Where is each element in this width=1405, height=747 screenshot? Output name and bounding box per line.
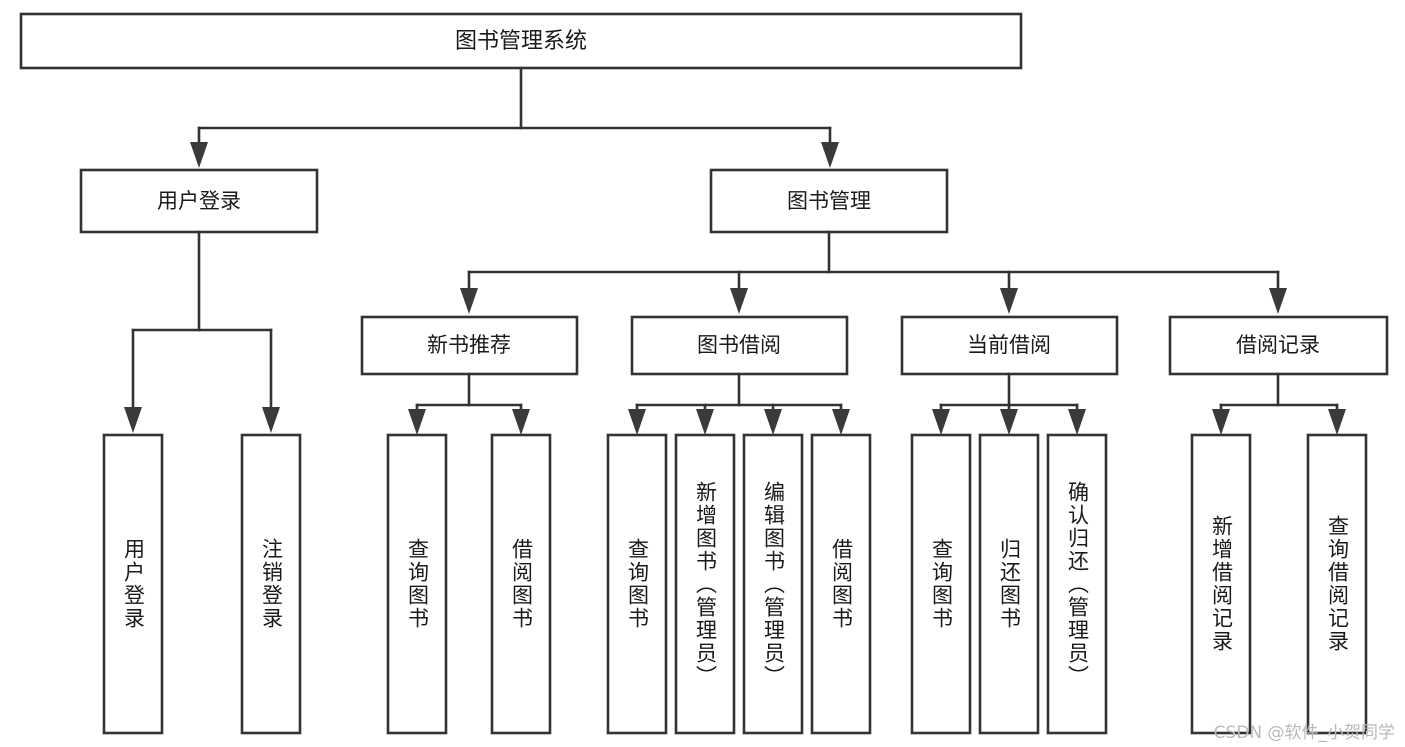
node-user-login[interactable]: 用户登录	[79, 168, 319, 234]
node-new-book-recommend[interactable]: 新书推荐	[360, 315, 579, 376]
node-root[interactable]: 图书管理系统	[19, 12, 1023, 70]
connector-root-to-level2	[190, 66, 839, 168]
leaf-box-query-book-3[interactable]	[910, 433, 972, 735]
arrow-icon	[1269, 288, 1287, 314]
node-book-manage[interactable]: 图书管理	[709, 168, 949, 234]
leaf-box-add-book[interactable]	[674, 433, 736, 735]
node-root-label: 图书管理系统	[455, 29, 587, 54]
node-borrow-record-label: 借阅记录	[1236, 333, 1320, 357]
arrow-icon	[1212, 409, 1230, 435]
connector-current-borrow-to-leaves	[932, 372, 1086, 435]
leaf-box-query-book-2[interactable]	[606, 433, 668, 735]
arrow-icon	[512, 409, 530, 435]
leaf-box-borrow-book-2[interactable]	[810, 433, 872, 735]
arrow-icon	[1068, 409, 1086, 435]
connector-new-book-recommend-to-leaves	[408, 372, 530, 435]
arrow-icon	[1000, 288, 1018, 314]
node-book-manage-label: 图书管理	[787, 189, 871, 213]
leaf-box-borrow-book-1[interactable]	[490, 433, 552, 735]
connector-book-borrow-to-leaves	[628, 372, 850, 435]
connector-user-login-to-leaves	[124, 230, 280, 433]
node-new-book-recommend-label: 新书推荐	[427, 333, 511, 357]
leaf-box-confirm-return[interactable]	[1046, 433, 1108, 735]
leaf-box-logout-login[interactable]	[240, 433, 302, 735]
arrow-icon	[460, 288, 478, 314]
arrow-icon	[628, 409, 646, 435]
arrow-icon	[764, 409, 782, 435]
leaf-box-edit-book[interactable]	[742, 433, 804, 735]
arrow-icon	[262, 407, 280, 433]
arrow-icon	[1000, 409, 1018, 435]
node-current-borrow[interactable]: 当前借阅	[900, 315, 1119, 376]
arrow-icon	[730, 288, 748, 314]
leaf-box-query-record[interactable]	[1306, 433, 1368, 735]
connector-borrow-record-to-leaves	[1212, 372, 1346, 435]
leaf-box-query-book-1[interactable]	[386, 433, 448, 735]
node-current-borrow-label: 当前借阅	[967, 333, 1051, 357]
arrow-icon	[696, 409, 714, 435]
node-user-login-label: 用户登录	[157, 189, 241, 213]
leaf-box-add-record[interactable]	[1190, 433, 1252, 735]
leaf-box-return-book[interactable]	[978, 433, 1040, 735]
arrow-icon	[190, 142, 208, 168]
arrow-icon	[832, 409, 850, 435]
arrow-icon	[1328, 409, 1346, 435]
arrow-icon	[932, 409, 950, 435]
node-borrow-record[interactable]: 借阅记录	[1168, 315, 1389, 376]
arrow-icon	[408, 409, 426, 435]
arrow-icon	[124, 407, 142, 433]
leaf-box-user-login[interactable]	[102, 433, 164, 735]
node-book-borrow[interactable]: 图书借阅	[630, 315, 849, 376]
connector-book-manage-to-level3	[460, 230, 1287, 314]
node-book-borrow-label: 图书借阅	[697, 333, 781, 357]
watermark-text: CSDN @软件_小贺同学	[1213, 723, 1395, 743]
arrow-icon	[821, 142, 839, 168]
